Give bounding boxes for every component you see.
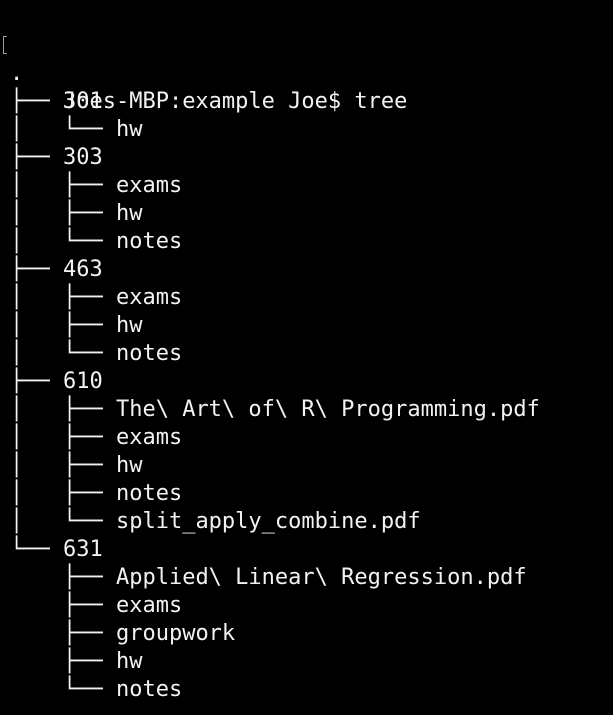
tree-line: │ ├── exams: [0, 284, 613, 312]
tree-branch-prefix: ├──: [10, 593, 116, 618]
tree-branch-prefix: │ └──: [10, 341, 116, 366]
prompt-line: Joes-MBP:example Joe$ tree: [0, 32, 613, 114]
tree-line: │ ├── notes: [0, 480, 613, 508]
tree-branch-prefix: ├──: [10, 89, 63, 114]
tree-entry-name: exams: [115, 593, 183, 618]
tree-entry-name: hw: [115, 649, 143, 674]
tree-line: ├── 463: [0, 256, 613, 284]
tree-branch-prefix: │ └──: [10, 509, 116, 534]
tree-branch-prefix: ├──: [10, 257, 63, 282]
tree-entry-name: notes: [115, 677, 183, 702]
tree-line: │ └── hw: [0, 116, 613, 144]
tree-output: .├── 301│ └── hw├── 303│ ├── exams│ ├── …: [0, 60, 613, 704]
tree-line: │ ├── hw: [0, 312, 613, 340]
tree-line: │ └── split_apply_combine.pdf: [0, 508, 613, 536]
tree-entry-name: hw: [115, 201, 143, 226]
tree-branch-prefix: ├──: [10, 621, 116, 646]
tree-branch-prefix: .: [10, 61, 24, 86]
tree-line: └── 631: [0, 536, 613, 564]
tree-branch-prefix: │ ├──: [10, 201, 116, 226]
tree-entry-name: 463: [62, 257, 103, 282]
tree-branch-prefix: │ ├──: [10, 453, 116, 478]
tree-line: │ ├── exams: [0, 172, 613, 200]
tree-branch-prefix: │ └──: [10, 229, 116, 254]
tree-entry-name: Applied\ Linear\ Regression.pdf: [115, 565, 527, 590]
tree-line: │ ├── hw: [0, 200, 613, 228]
tree-entry-name: 303: [62, 145, 103, 170]
tree-entry-name: exams: [115, 285, 183, 310]
tree-branch-prefix: │ ├──: [10, 425, 116, 450]
prompt-text: Joes-MBP:example Joe$ tree: [62, 89, 408, 114]
tree-line: └── notes: [0, 676, 613, 704]
tree-branch-prefix: ├──: [10, 369, 63, 394]
tree-line: │ ├── exams: [0, 424, 613, 452]
tree-branch-prefix: ├──: [10, 145, 63, 170]
tree-entry-name: notes: [115, 229, 183, 254]
mark-bracket-icon: [3, 36, 7, 54]
tree-entry-name: groupwork: [115, 621, 236, 646]
tree-entry-name: exams: [115, 425, 183, 450]
tree-line: ├── 301: [0, 88, 613, 116]
tree-entry-name: 301: [62, 89, 103, 114]
tree-line: │ └── notes: [0, 340, 613, 368]
tree-entry-name: notes: [115, 481, 183, 506]
tree-branch-prefix: └──: [10, 677, 116, 702]
tree-line: │ └── notes: [0, 228, 613, 256]
tree-branch-prefix: │ ├──: [10, 313, 116, 338]
tree-branch-prefix: │ ├──: [10, 481, 116, 506]
tree-line: ├── groupwork: [0, 620, 613, 648]
tree-branch-prefix: │ ├──: [10, 173, 116, 198]
tree-entry-name: 631: [62, 537, 103, 562]
tree-line: │ ├── The\ Art\ of\ R\ Programming.pdf: [0, 396, 613, 424]
tree-branch-prefix: ├──: [10, 565, 116, 590]
tree-entry-name: notes: [115, 341, 183, 366]
tree-branch-prefix: └──: [10, 537, 63, 562]
tree-line: ├── 303: [0, 144, 613, 172]
tree-entry-name: hw: [115, 117, 143, 142]
tree-branch-prefix: │ └──: [10, 117, 116, 142]
tree-entry-name: hw: [115, 313, 143, 338]
tree-line: ├── 610: [0, 368, 613, 396]
tree-line: │ ├── hw: [0, 452, 613, 480]
tree-entry-name: hw: [115, 453, 143, 478]
tree-entry-name: exams: [115, 173, 183, 198]
tree-line: ├── hw: [0, 648, 613, 676]
tree-entry-name: 610: [62, 369, 103, 394]
tree-line: .: [0, 60, 613, 88]
tree-line: ├── exams: [0, 592, 613, 620]
tree-branch-prefix: ├──: [10, 649, 116, 674]
tree-line: ├── Applied\ Linear\ Regression.pdf: [0, 564, 613, 592]
tree-entry-name: The\ Art\ of\ R\ Programming.pdf: [115, 397, 540, 422]
tree-branch-prefix: │ ├──: [10, 285, 116, 310]
tree-entry-name: split_apply_combine.pdf: [115, 509, 421, 534]
tree-branch-prefix: │ ├──: [10, 397, 116, 422]
